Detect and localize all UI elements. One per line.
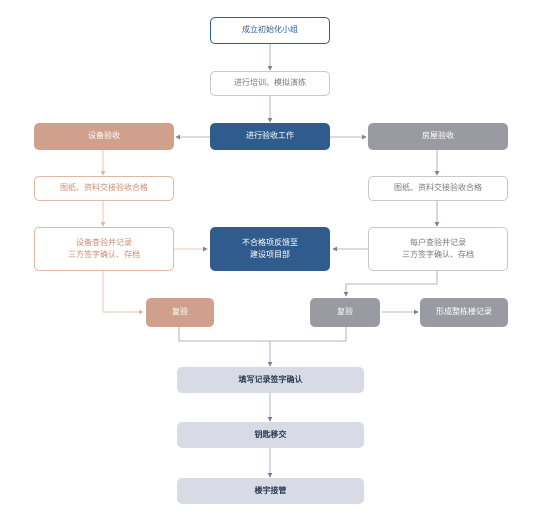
node-building-record: 形成整栋楼记录 xyxy=(420,298,508,327)
node-left-recheck-label: 复验 xyxy=(172,307,188,317)
node-right-drawings-label: 图纸、资料交接验收合格 xyxy=(394,183,482,193)
arrow-right-to-recheck xyxy=(343,271,438,297)
node-right-recheck: 复验 xyxy=(310,298,380,327)
node-acceptance-work-label: 进行验收工作 xyxy=(246,131,294,141)
node-equipment-acceptance-label: 设备验收 xyxy=(88,131,120,141)
node-left-drawings-label: 图纸、资料交接验收合格 xyxy=(60,183,148,193)
arrow-left-to-recheck xyxy=(102,271,144,315)
node-building-record-label: 形成整栋楼记录 xyxy=(436,307,492,317)
node-feedback: 不合格项反馈至 建设项目部 xyxy=(210,227,330,271)
node-key-handover: 钥匙移交 xyxy=(177,422,364,448)
node-left-recheck: 复验 xyxy=(146,298,214,327)
node-house-inspect-line2: 三方签字确认、存档 xyxy=(402,250,474,259)
node-training-label: 进行培训、模拟演练 xyxy=(234,78,306,88)
node-feedback-line1: 不合格项反馈至 xyxy=(242,237,298,247)
node-feedback-line2: 建设项目部 xyxy=(250,250,290,259)
node-acceptance-work: 进行验收工作 xyxy=(210,123,330,150)
node-equipment-acceptance: 设备验收 xyxy=(34,123,174,150)
node-building-takeover: 楼宇接管 xyxy=(177,478,364,504)
node-form-group-label: 成立初始化小组 xyxy=(242,25,298,35)
node-fill-record: 填写记录签字确认 xyxy=(177,367,364,393)
node-building-takeover-label: 楼宇接管 xyxy=(254,485,287,495)
node-house-inspect-line1: 每户查验并记录 xyxy=(410,237,466,247)
node-house-acceptance: 房屋验收 xyxy=(368,123,508,150)
node-right-drawings: 图纸、资料交接验收合格 xyxy=(368,176,508,201)
node-right-recheck-label: 复验 xyxy=(337,307,353,317)
node-house-acceptance-label: 房屋验收 xyxy=(422,131,454,141)
node-equipment-inspect: 设备查验并记录 三方签字确认、存档 xyxy=(34,227,174,271)
node-equipment-inspect-line1: 设备查验并记录 xyxy=(76,237,132,247)
node-fill-record-label: 填写记录签字确认 xyxy=(238,374,303,384)
node-key-handover-label: 钥匙移交 xyxy=(254,429,287,439)
node-training: 进行培训、模拟演练 xyxy=(210,71,330,96)
node-form-group: 成立初始化小组 xyxy=(210,17,330,44)
node-house-inspect: 每户查验并记录 三方签字确认、存档 xyxy=(368,227,508,271)
node-left-drawings: 图纸、资料交接验收合格 xyxy=(34,176,174,201)
node-equipment-inspect-line2: 三方签字确认、存档 xyxy=(68,250,140,259)
merge-line xyxy=(178,327,347,342)
